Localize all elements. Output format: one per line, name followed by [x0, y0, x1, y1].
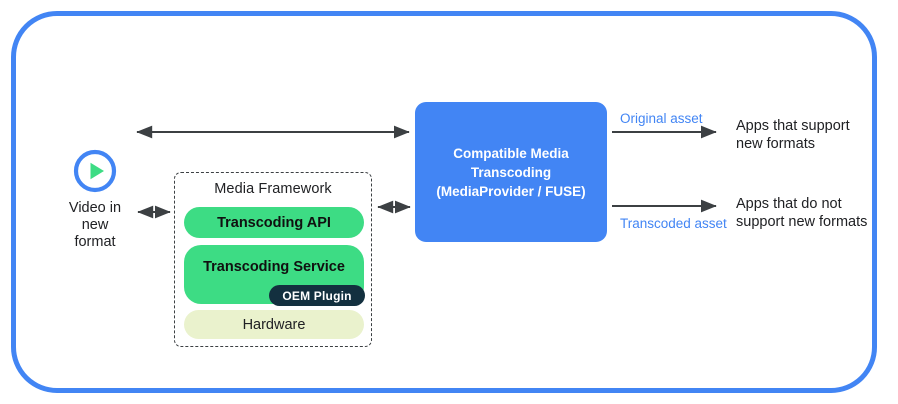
- apps-not-supporting-new-formats-label: Apps that do not support new formats: [736, 196, 868, 230]
- transcoded-asset-label: Transcoded asset: [620, 216, 727, 231]
- oem-plugin-badge[interactable]: OEM Plugin: [269, 285, 365, 306]
- original-asset-label: Original asset: [620, 111, 703, 126]
- cmt-box-label: Compatible Media Transcoding (MediaProvi…: [436, 145, 586, 199]
- hardware-box[interactable]: Hardware: [184, 310, 364, 339]
- transcoding-api-box[interactable]: Transcoding API: [184, 207, 364, 238]
- video-source-group: Video in new format: [48, 148, 142, 251]
- media-framework-box: Media Framework Transcoding API Transcod…: [174, 172, 372, 347]
- media-framework-title: Media Framework: [214, 181, 332, 197]
- hardware-label: Hardware: [242, 316, 306, 333]
- transcoding-api-label: Transcoding API: [217, 214, 331, 231]
- transcoding-service-box[interactable]: Transcoding Service: [184, 245, 364, 304]
- compatible-media-transcoding-box[interactable]: Compatible Media Transcoding (MediaProvi…: [415, 102, 607, 242]
- video-source-label: Video in new format: [68, 200, 122, 250]
- apps-supporting-new-formats-label: Apps that support new formats: [736, 118, 850, 152]
- transcoding-service-label: Transcoding Service: [203, 259, 345, 275]
- oem-plugin-label: OEM Plugin: [282, 288, 352, 303]
- play-circle-icon: [72, 148, 118, 194]
